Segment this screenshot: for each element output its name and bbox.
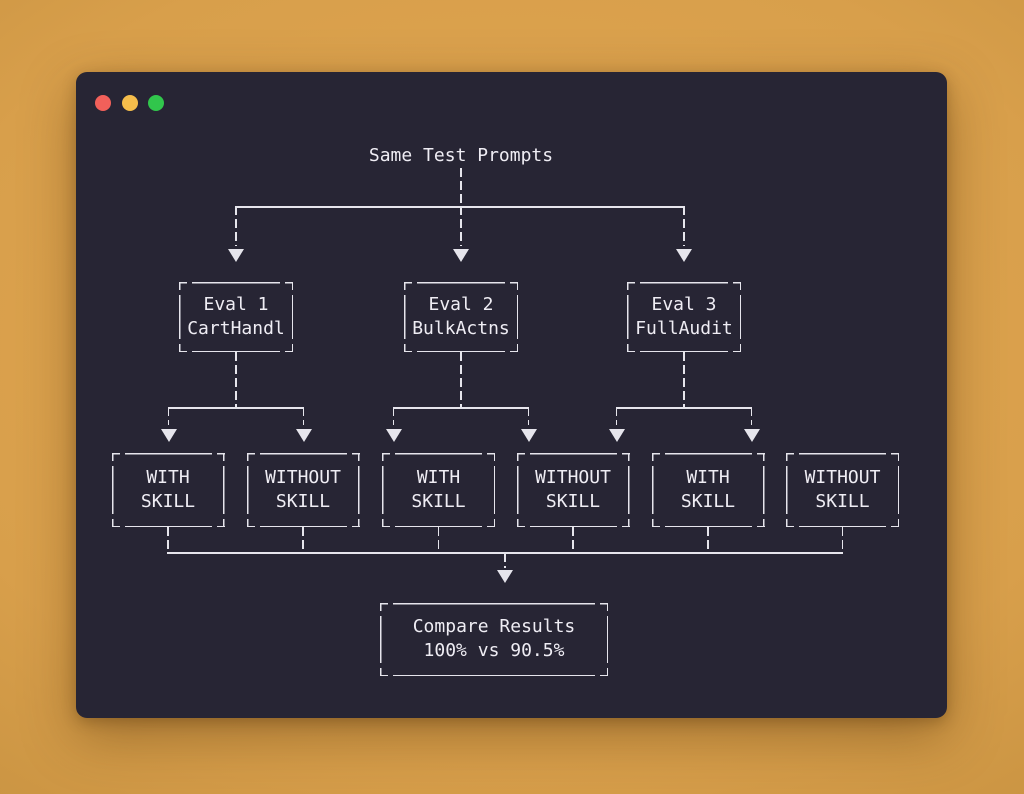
connector-drop [750, 407, 753, 425]
node-without-skill-1-line2: SKILL [275, 491, 331, 512]
node-without-skill-2-line2: SKILL [545, 491, 601, 512]
node-with-skill-2: WITH SKILL [382, 453, 495, 527]
connector-drop-eval1 [235, 206, 237, 246]
arrow-down-icon [228, 249, 244, 262]
node-eval-3-line2: FullAudit [635, 318, 733, 339]
window-titlebar [76, 72, 947, 128]
arrow-down-icon [385, 429, 402, 442]
connector-rail-eval2 [392, 407, 530, 409]
node-compare-results-line1: Compare Results [412, 616, 576, 637]
arrow-down-icon [676, 249, 692, 262]
node-without-skill-3-line2: SKILL [815, 491, 870, 512]
arrow-down-icon [497, 570, 513, 583]
node-with-skill-3-line2: SKILL [680, 491, 736, 512]
minimize-button[interactable] [122, 95, 138, 111]
connector-drop [302, 407, 305, 425]
connector-merge-stem [167, 527, 169, 552]
connector-drop [392, 407, 395, 425]
connector-result-stem [504, 553, 506, 568]
node-with-skill-2-line1: WITH [416, 467, 461, 488]
node-eval-2: Eval 2 BulkActns [404, 282, 518, 352]
node-eval-3-line1: Eval 3 [651, 294, 717, 315]
connector-drop [615, 407, 618, 425]
arrow-down-icon [520, 429, 537, 442]
arrow-down-icon [295, 429, 312, 442]
node-with-skill-1-line1: WITH [146, 467, 190, 488]
node-eval-1-line2: CartHandl [187, 318, 285, 339]
connector-rail-eval1 [167, 407, 305, 409]
node-with-skill-3: WITH SKILL [651, 453, 765, 527]
arrow-down-icon [453, 249, 469, 262]
node-with-skill-2-line2: SKILL [411, 491, 466, 512]
node-without-skill-2: WITHOUT SKILL [516, 453, 630, 527]
close-button[interactable] [95, 95, 111, 111]
node-compare-results: Compare Results 100% vs 90.5% [380, 603, 608, 676]
connector-top-rail [235, 206, 685, 208]
node-eval-2-line1: Eval 2 [428, 294, 494, 315]
connector-drop-eval3 [683, 206, 685, 246]
root-label: Same Test Prompts [368, 145, 554, 166]
node-eval-3: Eval 3 FullAudit [627, 282, 741, 352]
node-eval-1-line1: Eval 1 [203, 294, 269, 315]
connector-merge-stem [302, 527, 304, 552]
connector-merge-stem [572, 527, 574, 552]
connector-rail-eval3 [615, 407, 753, 409]
arrow-down-icon [608, 429, 625, 442]
arrow-down-icon [160, 429, 177, 442]
arrow-down-icon [743, 429, 760, 442]
terminal-window: Same Test Prompts Eval 1 CartHandl Eval … [76, 72, 947, 718]
connector-root-stem [460, 168, 462, 206]
connector-merge-stem [841, 527, 844, 552]
node-without-skill-1-line1: WITHOUT [265, 467, 341, 488]
flowchart: Same Test Prompts Eval 1 CartHandl Eval … [76, 72, 947, 718]
node-without-skill-3-line1: WITHOUT [804, 467, 881, 488]
node-without-skill-2-line1: WITHOUT [535, 467, 611, 488]
node-eval-2-line2: BulkActns [412, 318, 510, 339]
node-without-skill-3: WITHOUT SKILL [786, 453, 899, 527]
node-compare-results-line2: 100% vs 90.5% [423, 640, 565, 661]
node-with-skill-1: WITH SKILL [111, 453, 225, 527]
connector-merge-stem [707, 527, 709, 552]
connector-stem-eval1 [235, 352, 237, 407]
connector-drop [167, 407, 170, 425]
connector-drop [527, 407, 530, 425]
node-with-skill-1-line2: SKILL [140, 491, 196, 512]
node-eval-1: Eval 1 CartHandl [179, 282, 293, 352]
connector-merge-rail [167, 552, 844, 554]
connector-drop-eval2 [460, 206, 462, 246]
node-without-skill-1: WITHOUT SKILL [246, 453, 360, 527]
node-with-skill-3-line1: WITH [686, 467, 730, 488]
connector-merge-stem [437, 527, 440, 552]
connector-stem-eval2 [460, 352, 462, 407]
connector-stem-eval3 [683, 352, 685, 407]
maximize-button[interactable] [148, 95, 164, 111]
